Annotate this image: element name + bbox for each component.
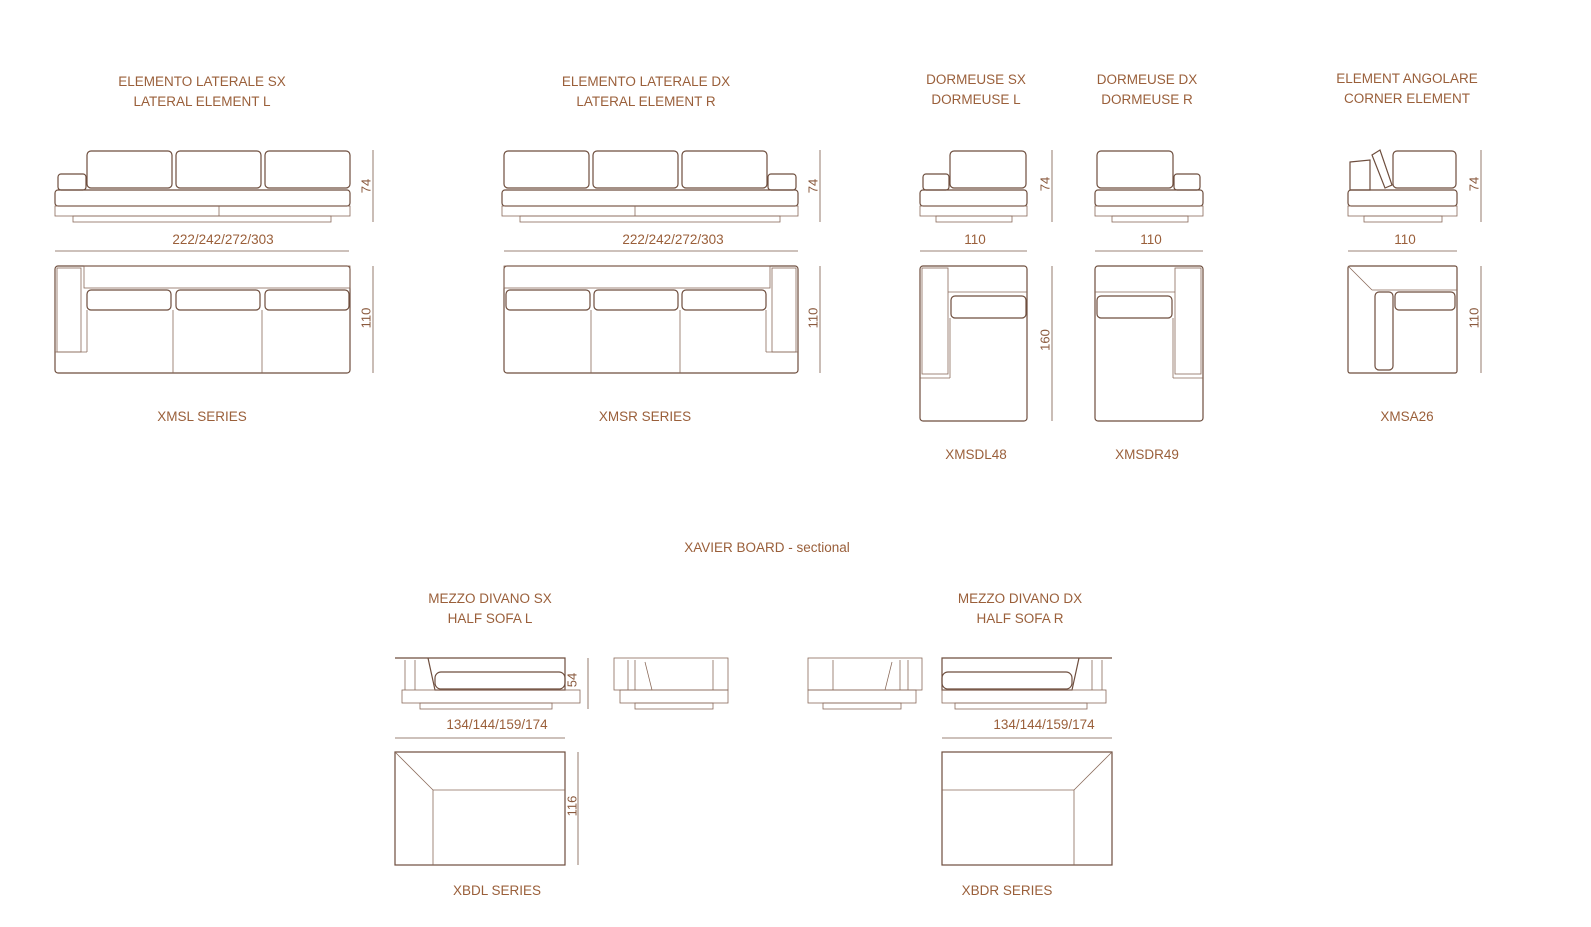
- half-sofa-l-title: MEZZO DIVANO SX HALF SOFA L: [428, 589, 552, 629]
- title-it: DORMEUSE SX: [926, 72, 1026, 87]
- half-sofa-r-title: MEZZO DIVANO DX HALF SOFA R: [958, 589, 1082, 629]
- dormeuse-dx-code: XMSDR49: [1115, 447, 1179, 462]
- half-sofa-r-width: 134/144/159/174: [993, 717, 1095, 732]
- xmsl-height: 74: [358, 178, 374, 194]
- title-en: LATERAL ELEMENT L: [133, 94, 271, 109]
- xmsr-title: ELEMENTO LATERALE DX LATERAL ELEMENT R: [562, 72, 730, 112]
- dimension-lines: [55, 150, 1482, 865]
- corner-code: XMSA26: [1380, 409, 1434, 424]
- title-en: LATERAL ELEMENT R: [576, 94, 716, 109]
- half-sofa-l-height: 54: [564, 672, 580, 688]
- corner-element-drawings: [1347, 149, 1458, 374]
- dormeuse-sx-drawings: [919, 150, 1028, 422]
- half-sofa-l-depth: 116: [564, 795, 580, 817]
- corner-height: 74: [1466, 176, 1482, 192]
- title-it: MEZZO DIVANO SX: [428, 591, 552, 606]
- xmsr-depth: 110: [805, 307, 821, 329]
- xmsl-code: XMSL SERIES: [157, 409, 247, 424]
- dormeuse-dx-drawings: [1094, 150, 1204, 422]
- title-en: HALF SOFA R: [976, 611, 1064, 626]
- xmsr-width: 222/242/272/303: [622, 232, 724, 247]
- half-sofa-l-drawings: [394, 657, 729, 866]
- title-it: ELEMENT ANGOLARE: [1336, 71, 1478, 86]
- dormeuse-sx-height: 74: [1037, 176, 1053, 192]
- xmsl-front-view: [54, 150, 351, 223]
- xmsr-code: XMSR SERIES: [598, 409, 692, 424]
- dormeuse-sx-code: XMSDL48: [945, 447, 1007, 462]
- xmsr-height: 74: [805, 178, 821, 194]
- title-it: ELEMENTO LATERALE SX: [118, 74, 286, 89]
- title-en: HALF SOFA L: [447, 611, 533, 626]
- dormeuse-sx-width: 110: [964, 232, 986, 247]
- xmsr-front-view: [501, 150, 799, 223]
- corner-title: ELEMENT ANGOLARE CORNER ELEMENT: [1336, 69, 1478, 109]
- dormeuse-sx-depth: 160: [1037, 329, 1053, 351]
- title-en: CORNER ELEMENT: [1343, 91, 1471, 106]
- title-en: DORMEUSE L: [931, 92, 1021, 107]
- corner-depth: 110: [1466, 307, 1482, 329]
- dormeuse-sx-title: DORMEUSE SX DORMEUSE L: [926, 70, 1026, 110]
- half-sofa-r-code: XBDR SERIES: [961, 883, 1053, 898]
- title-it: DORMEUSE DX: [1096, 72, 1198, 87]
- title-en: DORMEUSE R: [1101, 92, 1193, 107]
- xmsl-depth: 110: [358, 307, 374, 329]
- title-it: MEZZO DIVANO DX: [957, 591, 1083, 606]
- half-sofa-l-code: XBDL SERIES: [452, 883, 542, 898]
- section-title: XAVIER BOARD - sectional: [684, 540, 850, 555]
- xmsl-title: ELEMENTO LATERALE SX LATERAL ELEMENT L: [118, 72, 286, 112]
- corner-width: 110: [1394, 232, 1416, 247]
- dormeuse-dx-width: 110: [1140, 232, 1162, 247]
- xmsl-top-view: [54, 265, 351, 374]
- xmsr-top-view: [503, 265, 799, 374]
- dormeuse-dx-title: DORMEUSE DX DORMEUSE R: [1097, 70, 1198, 110]
- half-sofa-l-width: 134/144/159/174: [446, 717, 548, 732]
- title-it: ELEMENTO LATERALE DX: [561, 74, 731, 89]
- xmsl-width: 222/242/272/303: [172, 232, 274, 247]
- half-sofa-r-drawings: [807, 657, 1113, 866]
